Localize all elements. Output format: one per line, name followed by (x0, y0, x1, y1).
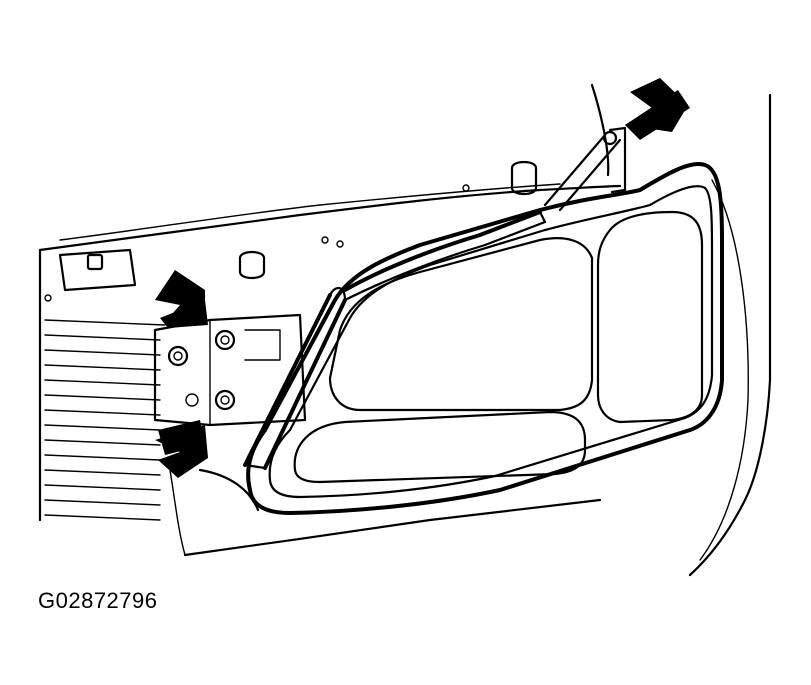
body-outline (38, 83, 772, 577)
headlamp-assembly (243, 162, 724, 515)
fastener-arrow-top-right (625, 78, 690, 140)
figure-id-label: G02872796 (38, 588, 158, 613)
mounting-bracket (153, 313, 307, 427)
bolt-lower-icon (214, 389, 236, 411)
bolt-upper-icon (214, 329, 236, 351)
fastener-arrow-upper-left (155, 270, 208, 328)
upper-stud (543, 126, 627, 212)
bolt-left-icon (167, 345, 189, 367)
fastener-arrow-lower-left (155, 420, 208, 478)
hood-clip (44, 160, 538, 302)
grille (44, 334, 161, 521)
